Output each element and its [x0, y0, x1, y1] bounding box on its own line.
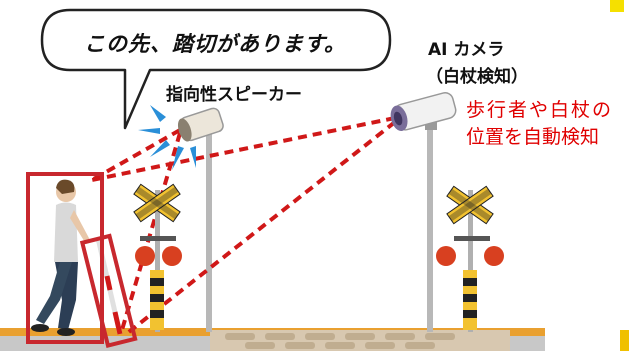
camera-pole: [427, 128, 433, 332]
corner-accent: [610, 0, 624, 12]
sound-wave-icon: [138, 105, 196, 170]
crossing-sign-icon-right: [436, 185, 504, 332]
speaker-pole: [206, 130, 212, 332]
cane-detection-box: [79, 233, 138, 349]
detection-label-line1: 歩行者や白杖の: [466, 99, 614, 121]
crossing-sign-icon: [133, 183, 182, 332]
speaker-label: 指向性スピーカー: [166, 85, 302, 105]
pedestrian-icon: [31, 179, 90, 336]
speech-bubble: [40, 8, 392, 130]
detection-lines: [91, 116, 397, 337]
speaker-icon: [138, 105, 224, 170]
pedestrian-detection-box: [26, 172, 104, 344]
speech-bubble-text: この先、踏切があります。: [84, 32, 346, 56]
ground: [0, 328, 545, 351]
camera-sublabel: （白杖検知）: [426, 67, 528, 87]
detection-label-line2: 位置を自動検知: [466, 126, 600, 148]
camera-label: AI カメラ: [428, 40, 505, 60]
camera-icon: [390, 92, 457, 132]
corner-accent-bottom: [620, 330, 629, 351]
